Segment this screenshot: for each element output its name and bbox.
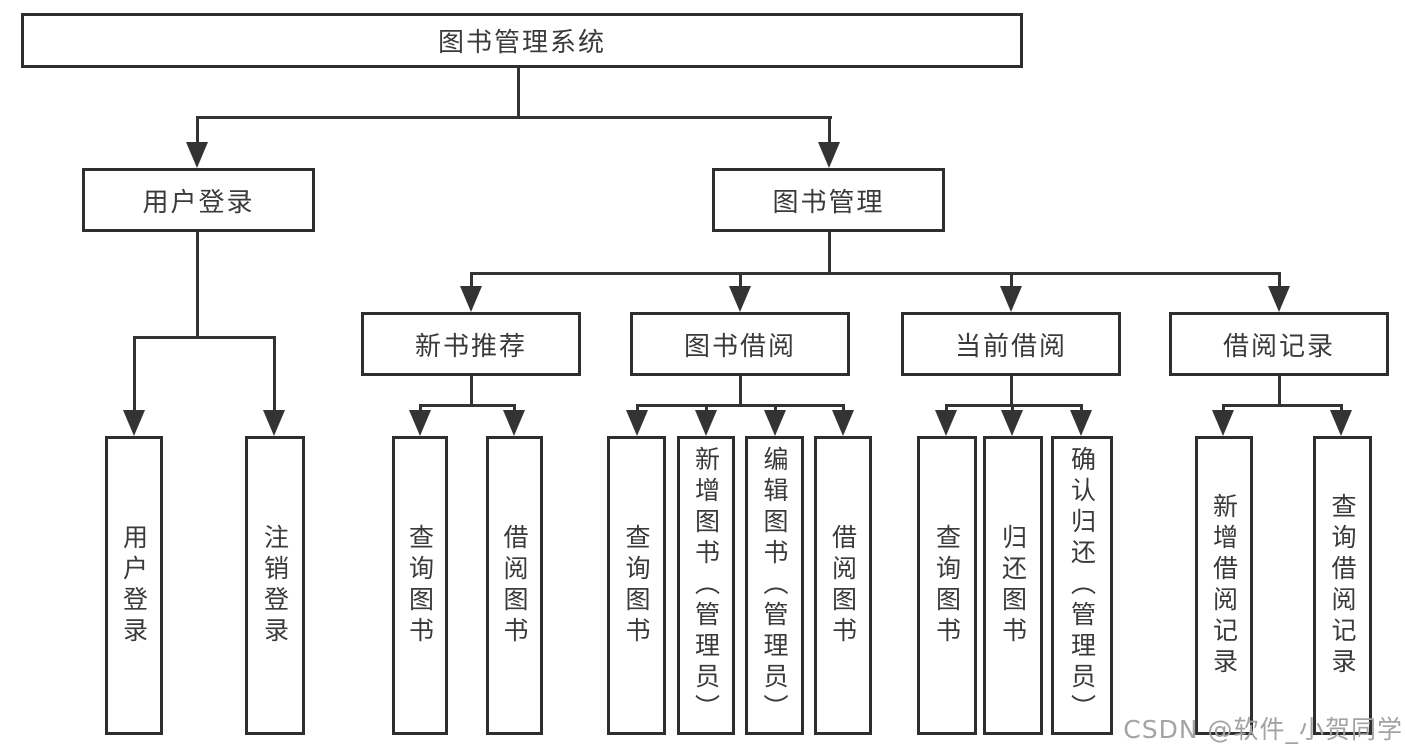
connector-vline: [636, 404, 639, 414]
arrowhead-down-icon: [695, 410, 717, 436]
connector-vline: [196, 116, 199, 143]
node-label: 图书管理: [772, 187, 885, 218]
connector-vline: [842, 404, 845, 414]
connector-vline: [133, 336, 136, 414]
node-label: 借阅图书: [500, 523, 529, 648]
arrowhead-down-icon: [832, 410, 854, 436]
arrowhead-down-icon: [1070, 410, 1092, 436]
connector-vline: [196, 232, 199, 339]
connector-vline: [513, 404, 516, 414]
connector-vline: [1080, 404, 1083, 414]
arrowhead-down-icon: [1000, 286, 1022, 312]
node-label: 查询图书: [405, 523, 435, 648]
arrowhead-down-icon: [764, 410, 786, 436]
node-query-books-recommend: 查询图书: [392, 436, 448, 735]
node-confirm-return-admin: 确认归还（管理员）: [1051, 436, 1113, 735]
arrowhead-down-icon: [935, 410, 957, 436]
node-borrow-records: 借阅记录: [1169, 312, 1389, 376]
connector-hline: [636, 404, 845, 407]
node-label: 借阅图书: [828, 523, 858, 648]
connector-hline: [196, 116, 832, 119]
node-label: 借阅记录: [1222, 331, 1335, 362]
node-current-borrowing: 当前借阅: [901, 312, 1121, 376]
node-add-borrow-record: 新增借阅记录: [1195, 436, 1253, 735]
node-label: 注销登录: [260, 523, 290, 648]
node-logout: 注销登录: [245, 436, 305, 735]
connector-hline: [470, 272, 1281, 275]
connector-vline: [1222, 404, 1225, 414]
node-borrow-books-recommend: 借阅图书: [486, 436, 543, 735]
node-query-books-borrowing: 查询图书: [607, 436, 666, 735]
arrowhead-down-icon: [818, 142, 840, 168]
connector-vline: [1340, 404, 1343, 414]
node-label: 用户登录: [142, 187, 255, 218]
connector-vline: [470, 272, 473, 288]
arrowhead-down-icon: [503, 410, 525, 436]
arrowhead-down-icon: [1001, 410, 1023, 436]
connector-vline: [1011, 404, 1014, 414]
arrowhead-down-icon: [1212, 410, 1234, 436]
arrowhead-down-icon: [409, 410, 431, 436]
connector-vline: [1278, 272, 1281, 288]
connector-hline: [1222, 404, 1343, 407]
connector-vline: [470, 376, 473, 407]
connector-vline: [774, 404, 777, 414]
node-label: 图书借阅: [683, 331, 796, 362]
connector-hline: [419, 404, 516, 407]
node-edit-books-admin: 编辑图书（管理员）: [745, 436, 804, 735]
connector-vline: [1278, 376, 1281, 407]
arrowhead-down-icon: [626, 410, 648, 436]
connector-vline: [1010, 272, 1013, 288]
connector-hline: [945, 404, 1083, 407]
arrowhead-down-icon: [460, 286, 482, 312]
arrowhead-down-icon: [123, 410, 145, 436]
node-query-borrow-record: 查询借阅记录: [1313, 436, 1372, 735]
node-label: 归还图书: [998, 523, 1028, 648]
node-borrow-books: 借阅图书: [814, 436, 872, 735]
node-label: 查询图书: [622, 523, 651, 648]
connector-vline: [739, 272, 742, 288]
node-label: 查询借阅记录: [1328, 492, 1357, 679]
node-label: 编辑图书（管理员）: [760, 446, 789, 725]
arrowhead-down-icon: [263, 410, 285, 436]
connector-vline: [828, 116, 831, 143]
node-user-login-leaf: 用户登录: [105, 436, 163, 735]
arrowhead-down-icon: [729, 286, 751, 312]
node-book-borrowing: 图书借阅: [630, 312, 850, 376]
connector-vline: [273, 336, 276, 414]
node-label: 确认归还（管理员）: [1067, 446, 1097, 725]
connector-vline: [945, 404, 948, 414]
connector-vline: [419, 404, 422, 414]
node-library-management-system: 图书管理系统: [21, 13, 1023, 68]
node-query-books-current: 查询图书: [917, 436, 977, 735]
node-label: 用户登录: [119, 523, 149, 648]
connector-vline: [517, 68, 520, 118]
connector-vline: [705, 404, 708, 414]
connector-vline: [739, 376, 742, 407]
node-book-management: 图书管理: [712, 168, 945, 232]
connector-hline: [133, 336, 276, 339]
node-label: 当前借阅: [954, 331, 1067, 362]
node-label: 查询图书: [932, 523, 962, 648]
connector-vline: [1010, 376, 1013, 407]
csdn-watermark: CSDN @软件_小贺同学: [1123, 715, 1403, 744]
node-user-login: 用户登录: [82, 168, 315, 232]
node-new-book-recommend: 新书推荐: [361, 312, 581, 376]
arrowhead-down-icon: [186, 142, 208, 168]
arrowhead-down-icon: [1268, 286, 1290, 312]
node-return-books: 归还图书: [983, 436, 1043, 735]
node-label: 新书推荐: [414, 331, 527, 362]
arrowhead-down-icon: [1330, 410, 1352, 436]
node-label: 图书管理系统: [437, 28, 606, 58]
node-add-books-admin: 新增图书（管理员）: [677, 436, 735, 735]
node-label: 新增借阅记录: [1209, 492, 1239, 679]
connector-vline: [828, 232, 831, 275]
node-label: 新增图书（管理员）: [691, 446, 721, 725]
